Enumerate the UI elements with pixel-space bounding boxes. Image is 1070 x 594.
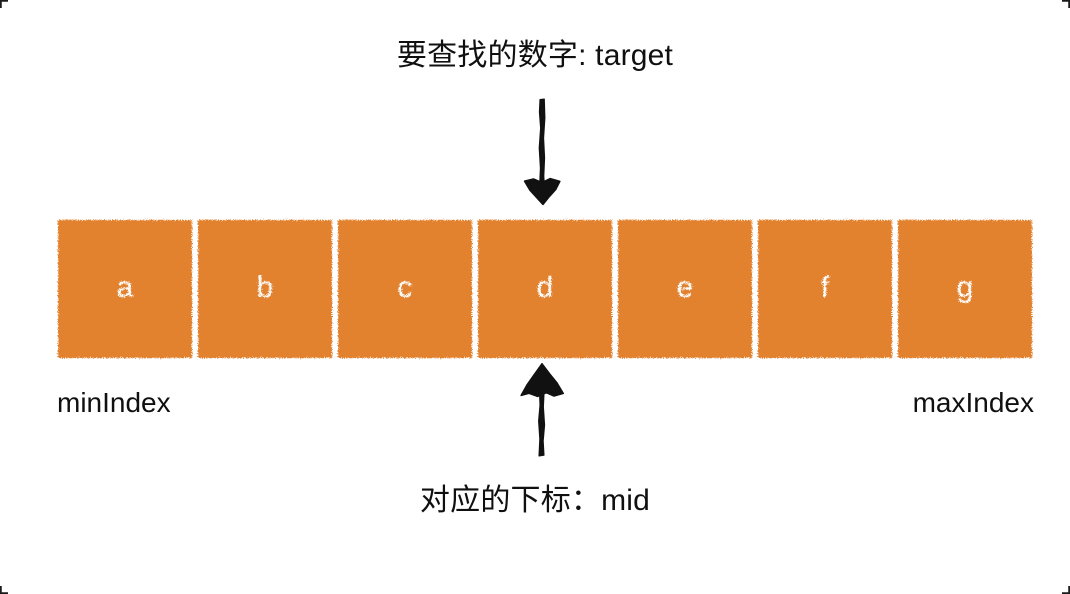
max-index-label: maxIndex: [912, 387, 1034, 418]
array-cell[interactable]: d: [478, 220, 612, 358]
canvas-corner-top-right: [1062, 0, 1070, 8]
array-cell[interactable]: e: [618, 220, 752, 358]
array-cell[interactable]: a: [58, 220, 192, 358]
array-cell-label: e: [676, 271, 694, 304]
array-cell-label: a: [116, 271, 134, 304]
target-caption: 要查找的数字: target: [396, 39, 674, 72]
canvas-corner-top-left: [0, 0, 8, 8]
array-cell-label: g: [956, 271, 974, 304]
min-index-label: minIndex: [57, 387, 171, 418]
mid-caption: 对应的下标：mid: [419, 484, 651, 517]
array-cell[interactable]: c: [338, 220, 472, 358]
array-cell[interactable]: b: [198, 220, 332, 358]
canvas-corner-bottom-right: [1062, 586, 1070, 594]
target-pointer-down-arrow: [519, 98, 565, 206]
canvas-corner-bottom-left: [0, 586, 8, 594]
array-cell-label: c: [397, 271, 413, 304]
array-cell-label: b: [256, 271, 274, 304]
array-cell[interactable]: f: [758, 220, 892, 358]
array-cell-label: d: [536, 271, 554, 304]
mid-pointer-up-arrow: [517, 363, 567, 458]
array-cell[interactable]: g: [898, 220, 1032, 358]
array-row: a b c d e f g: [58, 220, 1032, 358]
array-cell-label: f: [820, 271, 830, 304]
